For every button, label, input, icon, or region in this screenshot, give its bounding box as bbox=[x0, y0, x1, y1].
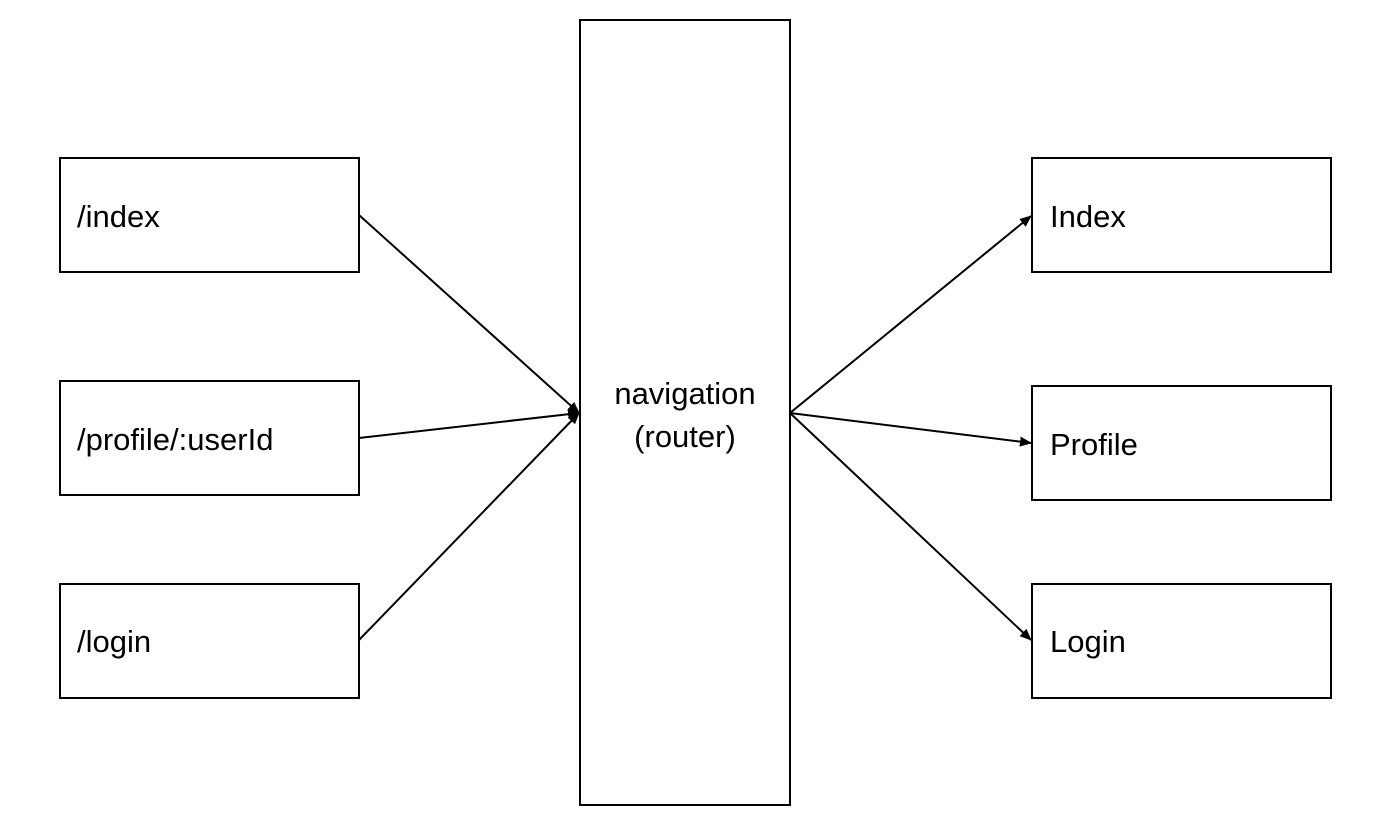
route-node-index: /index bbox=[59, 157, 360, 273]
screen-node-profile: Profile bbox=[1031, 385, 1332, 501]
screen-label-profile: Profile bbox=[1050, 427, 1138, 462]
edge-index-route-to-router bbox=[358, 214, 580, 414]
router-label-line2: (router) bbox=[634, 419, 736, 454]
screen-label-login: Login bbox=[1050, 624, 1126, 659]
router-label-line1: navigation bbox=[614, 376, 755, 411]
route-label-index: /index bbox=[77, 199, 160, 234]
edge-profile-route-to-router bbox=[358, 409, 580, 439]
route-label-profile: /profile/:userId bbox=[77, 422, 273, 457]
router-node: navigation (router) bbox=[579, 19, 791, 806]
edge-router-to-login-screen bbox=[789, 412, 1032, 641]
route-node-profile: /profile/:userId bbox=[59, 380, 360, 496]
route-node-login: /login bbox=[59, 583, 360, 699]
route-label-login: /login bbox=[77, 624, 151, 659]
edge-router-to-profile-screen bbox=[789, 412, 1032, 447]
edge-login-route-to-router bbox=[358, 412, 580, 641]
screen-node-index: Index bbox=[1031, 157, 1332, 273]
screen-node-login: Login bbox=[1031, 583, 1332, 699]
screen-label-index: Index bbox=[1050, 199, 1126, 234]
edge-router-to-index-screen bbox=[789, 215, 1032, 414]
